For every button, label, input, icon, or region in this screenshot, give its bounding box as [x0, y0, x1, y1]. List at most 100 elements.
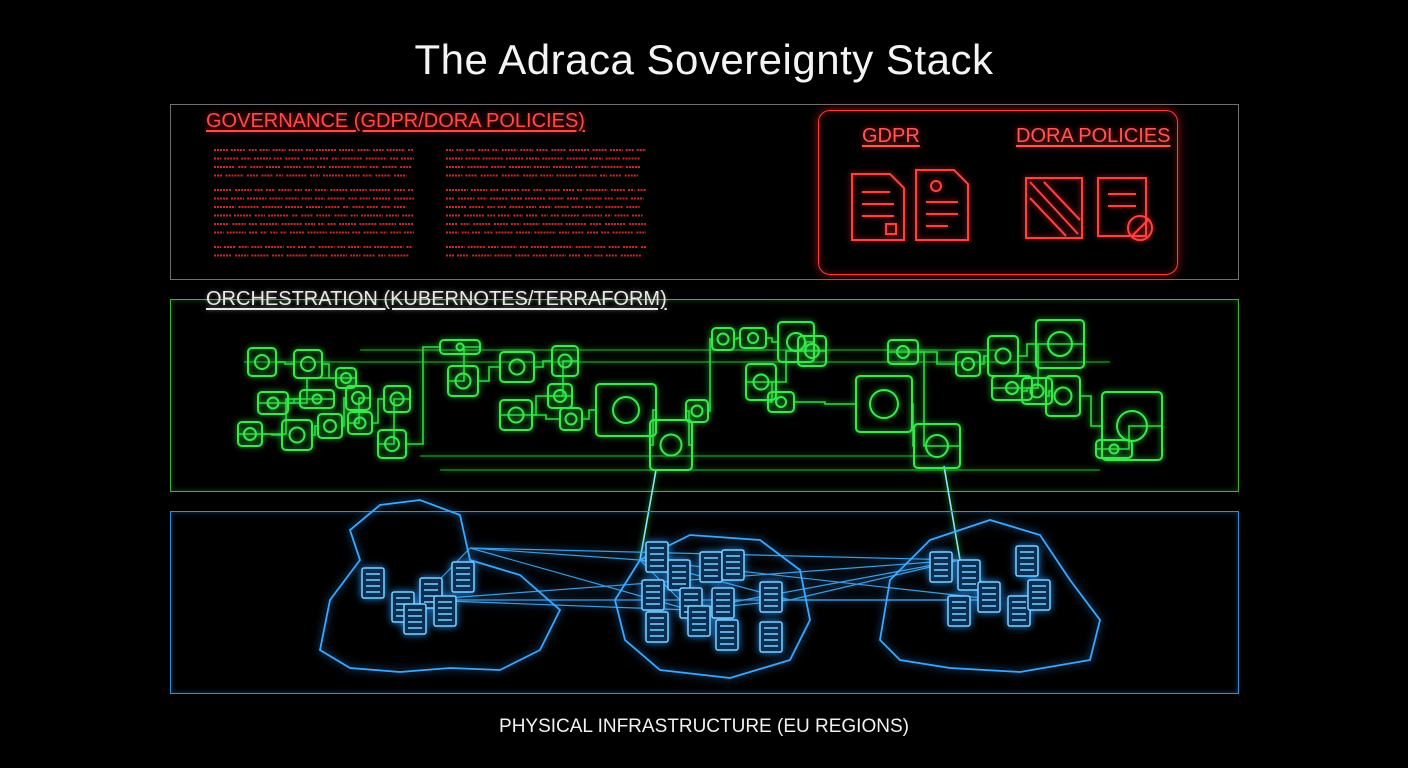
workflow-connector — [980, 355, 988, 365]
workflow-connector — [534, 360, 552, 368]
server-rack-icon — [667, 559, 691, 591]
server-rack-icon — [361, 567, 385, 599]
workflow-connector — [372, 398, 384, 424]
workflow-node-icon — [257, 391, 289, 415]
workflow-connector — [1018, 343, 1036, 357]
workflow-node-icon — [595, 383, 657, 437]
workflow-connector — [734, 337, 740, 340]
workflow-node-icon — [739, 327, 767, 349]
workflow-node-icon — [1035, 319, 1085, 369]
europe-landmass-center — [614, 534, 811, 679]
node-glyph-icon — [266, 396, 280, 410]
workflow-connector — [1046, 390, 1052, 397]
workflow-node-icon — [237, 421, 263, 447]
node-glyph-icon — [553, 389, 567, 403]
workflow-connector — [532, 414, 560, 420]
region-network-link — [689, 559, 961, 611]
workflow-connector — [650, 409, 656, 446]
workflow-node-icon — [547, 383, 573, 409]
node-glyph-icon — [869, 389, 899, 419]
node-glyph-icon — [775, 396, 787, 408]
dora-policies-heading: DORA POLICIES — [1016, 125, 1171, 147]
workflow-node-icon — [777, 321, 815, 363]
server-rack-icon — [929, 551, 953, 583]
server-rack-icon — [947, 595, 971, 627]
page-title: The Adraca Sovereignty Stack — [414, 36, 994, 83]
node-glyph-icon — [747, 332, 759, 344]
workflow-connector — [582, 409, 596, 420]
node-glyph-icon — [716, 332, 730, 346]
node-glyph-icon — [454, 372, 472, 390]
node-glyph-icon — [557, 353, 573, 369]
orchestration-to-infra-link — [943, 465, 961, 561]
dora-crossed-document-icon — [1025, 177, 1083, 239]
workflow-node-icon — [559, 407, 583, 431]
server-rack-icon — [715, 619, 739, 651]
governance-layer — [170, 104, 1239, 280]
server-rack-icon — [641, 579, 665, 611]
workflow-node-icon — [281, 419, 313, 451]
dora-restricted-document-icon — [1097, 177, 1153, 241]
physical-infrastructure-layer — [170, 511, 1239, 694]
node-glyph-icon — [353, 416, 367, 430]
server-rack-icon — [403, 603, 427, 635]
server-rack-icon — [957, 559, 981, 591]
workflow-connector — [1096, 425, 1162, 450]
node-glyph-icon — [925, 434, 949, 458]
node-glyph-icon — [659, 433, 683, 457]
server-rack-icon — [711, 587, 735, 619]
workflow-node-icon — [745, 363, 777, 401]
node-glyph-icon — [564, 412, 578, 426]
workflow-node-icon — [855, 375, 913, 433]
europe-landmass-west — [318, 499, 562, 673]
workflow-node-icon — [551, 345, 579, 377]
workflow-node-icon — [1045, 375, 1081, 417]
node-glyph-icon — [1053, 386, 1073, 406]
orchestration-layer-label: ORCHESTRATION (KUBERNOTES/TERRAFORM) — [206, 288, 667, 310]
node-glyph-icon — [455, 342, 465, 352]
server-rack-icon — [699, 551, 723, 583]
workflow-connector — [918, 351, 956, 365]
server-rack-icon — [1015, 545, 1039, 577]
region-network-link — [469, 547, 641, 561]
server-rack-icon — [1007, 595, 1031, 627]
workflow-node-icon — [299, 389, 335, 409]
workflow-node-icon — [347, 411, 373, 435]
node-glyph-icon — [254, 354, 270, 370]
workflow-node-icon — [345, 385, 371, 411]
workflow-node-icon — [447, 365, 479, 397]
gdpr-heading: GDPR — [862, 125, 920, 147]
node-glyph-icon — [961, 357, 975, 371]
workflow-node-icon — [439, 339, 481, 355]
server-rack-icon — [687, 605, 711, 637]
workflow-node-icon — [1095, 439, 1133, 459]
node-glyph-icon — [300, 356, 316, 372]
workflow-connector — [406, 346, 440, 445]
node-glyph-icon — [804, 343, 820, 359]
europe-landmass-east — [879, 519, 1101, 673]
server-rack-icon — [977, 581, 1001, 613]
gdpr-certificate-icon — [915, 169, 969, 241]
workflow-node-icon — [377, 429, 407, 459]
workflow-node-icon — [383, 385, 411, 413]
node-glyph-icon — [1108, 443, 1120, 455]
orchestration-to-infra-link — [639, 469, 657, 561]
server-rack-icon — [451, 561, 475, 593]
workflow-node-icon — [955, 351, 981, 377]
workflow-node-icon — [499, 399, 533, 431]
node-glyph-icon — [1047, 331, 1073, 357]
workflow-connector — [1022, 387, 1032, 392]
server-rack-icon — [1027, 579, 1051, 611]
policy-panel — [818, 110, 1178, 275]
governance-layer-label: GOVERNANCE (GDPR/DORA POLICIES) — [206, 110, 585, 132]
server-rack-icon — [759, 621, 783, 653]
workflow-connector — [766, 337, 778, 343]
workflow-connector — [1080, 395, 1102, 427]
node-glyph-icon — [612, 396, 640, 424]
node-glyph-icon — [508, 358, 526, 376]
server-rack-icon — [645, 541, 669, 573]
node-glyph-icon — [389, 391, 405, 407]
